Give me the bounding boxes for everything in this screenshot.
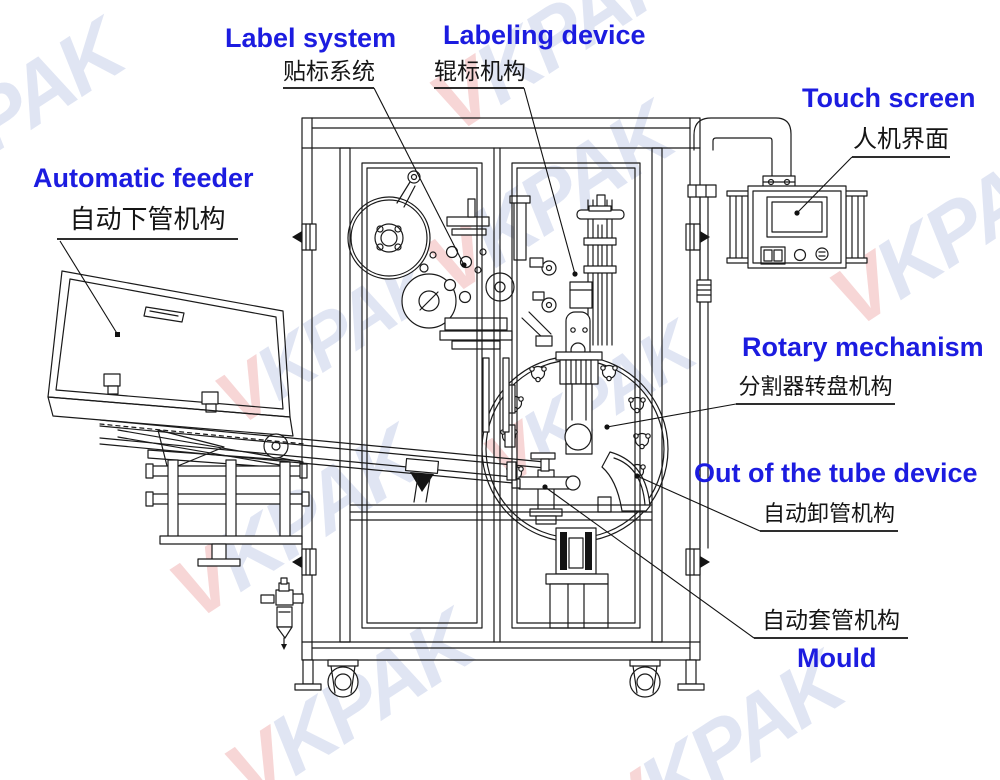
touch-screen-label-zh: 人机界面: [853, 126, 949, 153]
leveling-foot: [677, 659, 705, 691]
support-pipe: [693, 117, 792, 177]
door-handle: [502, 357, 510, 433]
rotary-station: [529, 365, 547, 383]
rotary-station: [600, 364, 618, 382]
mould-label-en: Mould: [797, 643, 877, 673]
rotary-station: [633, 432, 651, 450]
panel-speaker: [815, 247, 829, 261]
lower-cabinet: [349, 504, 653, 629]
drive-motor: [545, 527, 609, 629]
out-of-tube-label-en: Out of the tube device: [694, 458, 978, 488]
leader-lines: [57, 87, 950, 639]
touch-screen-label-en: Touch screen: [802, 83, 976, 113]
door-handle: [482, 357, 490, 433]
feeder-handle: [143, 306, 185, 323]
hinge: [292, 548, 317, 576]
out-of-tube-guide: [601, 451, 651, 512]
automatic-feeder-label-zh: 自动下管机构: [69, 204, 226, 234]
touch-screen-assembly: [687, 117, 868, 549]
label-system-label-zh: 贴标系统: [283, 58, 375, 84]
watermark: VKPAK: [0, 0, 146, 230]
touch-screen-display[interactable]: [766, 196, 828, 238]
labeling-device-label-zh: 辊标机构: [434, 58, 526, 84]
connector-port: [760, 246, 786, 265]
leveling-foot: [294, 659, 322, 691]
caster-wheel: [629, 659, 661, 698]
label-system-label-en: Label system: [225, 23, 397, 53]
out-of-tube-label-zh: 自动卸管机构: [762, 501, 895, 526]
hinge: [685, 223, 710, 251]
automatic-feeder-label-en: Automatic feeder: [33, 163, 254, 193]
right-door-window: [511, 162, 641, 629]
caster-wheel: [327, 659, 359, 698]
rotary-mechanism-label-zh: 分割器转盘机构: [738, 374, 893, 399]
pneumatic-regulator: [260, 577, 304, 650]
hinge: [685, 548, 710, 576]
touch-panel[interactable]: [747, 185, 847, 269]
labeling-device-label-en: Labeling device: [443, 20, 646, 50]
left-door-window: [361, 162, 483, 629]
conveyor-rails: [99, 419, 546, 503]
panel-button[interactable]: [793, 248, 807, 262]
hinge: [292, 223, 317, 251]
tube-sleeving-label-zh: 自动套管机构: [762, 607, 900, 633]
rotary-mechanism-label-en: Rotary mechanism: [742, 332, 984, 362]
